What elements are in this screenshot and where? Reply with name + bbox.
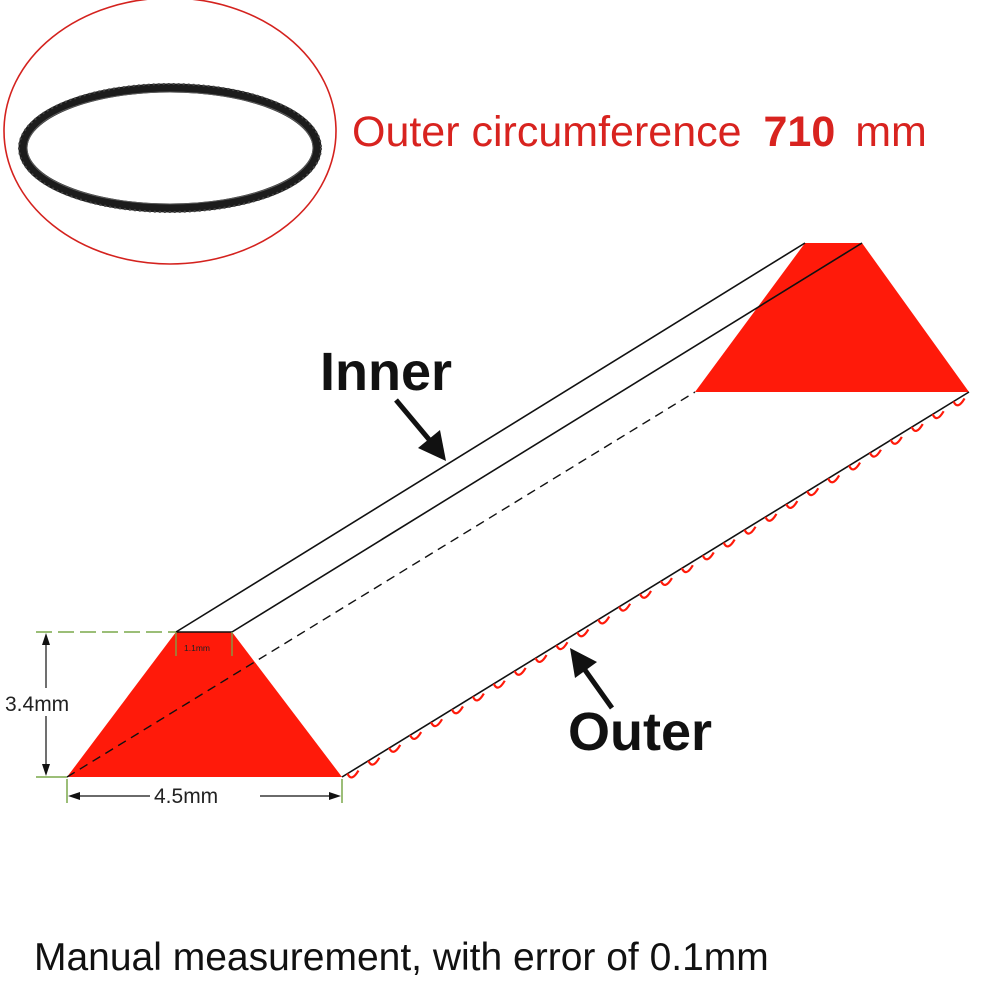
edge-top-left (175, 242, 806, 633)
outer-arrow-shaft (577, 661, 615, 710)
belt-tooth (639, 590, 652, 599)
belt-tooth (659, 577, 673, 586)
belt-tooth (597, 616, 611, 625)
circumference-unit: mm (855, 108, 927, 156)
belt-tooth (367, 757, 381, 766)
belt-photo-callout (3, 0, 337, 265)
width-arrow-left (68, 792, 80, 800)
belt-tooth (409, 731, 423, 740)
belt-tooth (492, 680, 506, 689)
outer-arrowhead (570, 648, 597, 678)
belt-tooth (471, 693, 485, 702)
belt-tooth (848, 462, 861, 471)
belt-ring-highlight (26, 91, 314, 205)
belt-tooth (827, 474, 841, 484)
height-arrow-down (42, 764, 50, 776)
belt-tooth (889, 436, 903, 445)
belt-tooth (785, 500, 799, 509)
edge-top-right (231, 242, 863, 633)
belt-ring-image (18, 83, 322, 213)
belt-ring-teeth (18, 83, 322, 213)
belt-tooth (388, 744, 402, 753)
belt-tooth (722, 539, 736, 548)
width-dimension: 4.5mm (154, 785, 218, 808)
inner-label: Inner (320, 342, 452, 402)
belt-tooth (952, 397, 966, 407)
belt-tooth (806, 487, 820, 497)
edge-bottom-right (341, 391, 970, 778)
belt-tooth (555, 641, 569, 651)
belt-profile-3d (66, 242, 970, 779)
height-dimension: 3.4mm (5, 693, 69, 716)
outer-callout: Outer (568, 648, 712, 762)
belt-tooth (450, 705, 464, 715)
circumference-value: 710 (763, 108, 835, 156)
belt-tooth (513, 667, 527, 676)
measurement-note: Manual measurement, with error of 0.1mm (34, 936, 769, 979)
svg-text:Outer circumference 710: Outer circumference 710 mm (352, 108, 927, 156)
belt-tooth (743, 526, 757, 535)
belt-tooth (680, 564, 694, 574)
belt-tooth (430, 718, 443, 728)
belt-tooth (910, 423, 924, 432)
near-end-profile (67, 632, 342, 777)
belt-tooth (576, 628, 590, 638)
top-width-dimension: 1.1mm (184, 643, 210, 653)
height-arrow-up (42, 633, 50, 645)
photo-circle (3, 0, 337, 265)
inner-arrowhead (418, 430, 446, 461)
belt-tooth (764, 513, 778, 522)
width-arrow-right (329, 792, 341, 800)
belt-tooth (931, 410, 945, 420)
belt-tooth (534, 654, 548, 663)
circumference-title: Outer circumference 710 mm (352, 108, 927, 156)
belt-tooth (701, 551, 715, 561)
circumference-label: Outer circumference (352, 108, 742, 156)
belt-teeth (346, 397, 966, 779)
dimension-annotations: 3.4mm 4.5mm 1.1mm (4, 631, 343, 808)
outer-label: Outer (568, 702, 712, 762)
inner-callout: Inner (320, 342, 452, 461)
belt-tooth (618, 603, 632, 612)
belt-tooth (868, 449, 882, 458)
belt-tooth (346, 770, 360, 779)
far-end-profile (695, 243, 969, 392)
edge-bottom-hidden (66, 391, 696, 778)
